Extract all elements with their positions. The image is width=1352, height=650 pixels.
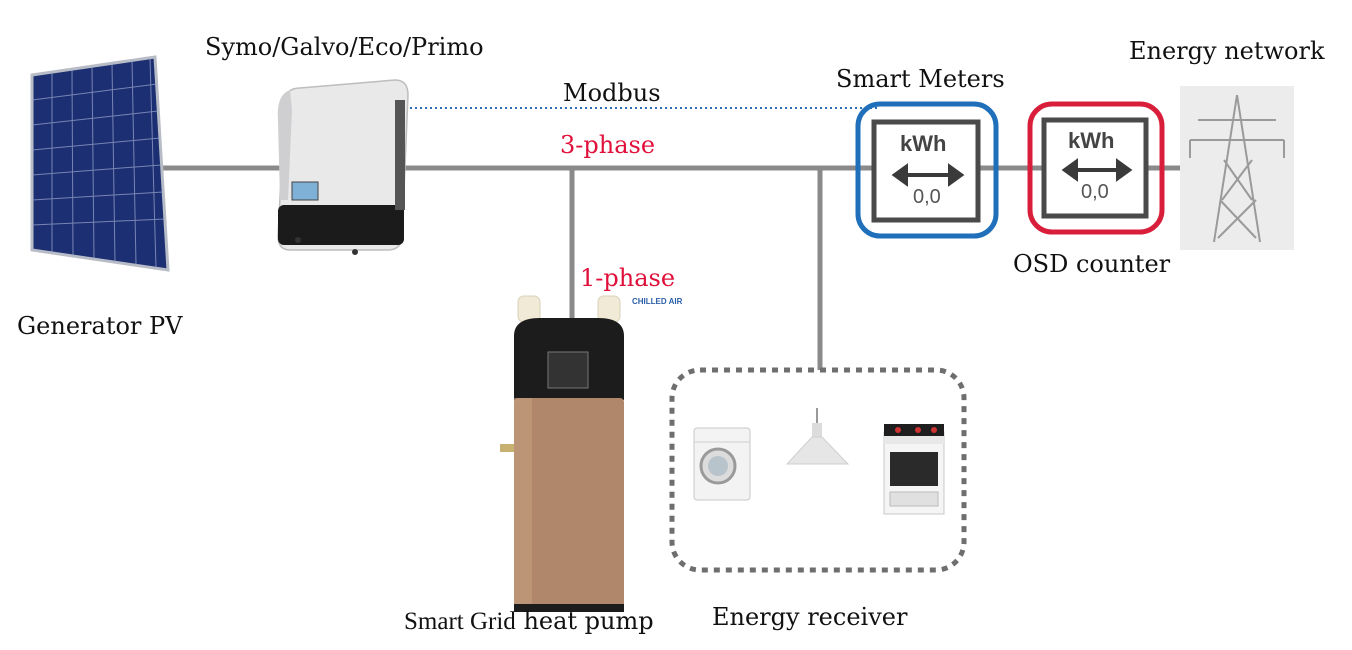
modbus-label: Modbus <box>563 79 661 107</box>
osd-counter-label: OSD counter <box>1013 250 1171 278</box>
osd-meter-value: 0,0 <box>1081 181 1109 203</box>
energy-receiver-label: Energy receiver <box>712 603 908 631</box>
three-phase-label: 3-phase <box>560 131 656 159</box>
heat-pump-label-prefix: Smart Grid <box>404 608 516 635</box>
smart-meter-frame <box>855 101 999 239</box>
double-arrow-icon <box>891 163 965 187</box>
chilled-air-label: CHILLED AIR <box>632 297 683 306</box>
generator-pv-label: Generator PV <box>17 312 183 340</box>
smart-meter-value: 0,0 <box>913 186 941 208</box>
osd-meter-frame <box>1027 101 1165 235</box>
heat-pump-label: Smart Grid heat pump <box>404 607 654 636</box>
osd-meter <box>1027 101 1165 235</box>
electric-stove-icon <box>883 424 945 515</box>
pendant-lamp-icon <box>785 408 850 465</box>
energy-receiver-box <box>669 367 967 573</box>
smart-meter <box>855 101 999 239</box>
osd-meter-unit: kWh <box>1068 128 1115 153</box>
heat-pump-label-suffix: heat pump <box>523 607 654 635</box>
washing-machine-icon <box>693 427 751 501</box>
one-phase-label: 1-phase <box>580 264 676 292</box>
double-arrow-icon <box>1061 158 1133 182</box>
inverter-icon <box>277 79 409 255</box>
smart-meters-label: Smart Meters <box>836 65 1005 93</box>
power-pylon-icon <box>1180 86 1294 250</box>
smart-meter-unit: kWh <box>900 131 947 156</box>
energy-network-label: Energy network <box>1129 37 1325 65</box>
heat-pump-icon <box>500 295 624 612</box>
solar-panel-icon <box>30 55 170 272</box>
inverter-models-label: Symo/Galvo/Eco/Primo <box>205 33 484 61</box>
